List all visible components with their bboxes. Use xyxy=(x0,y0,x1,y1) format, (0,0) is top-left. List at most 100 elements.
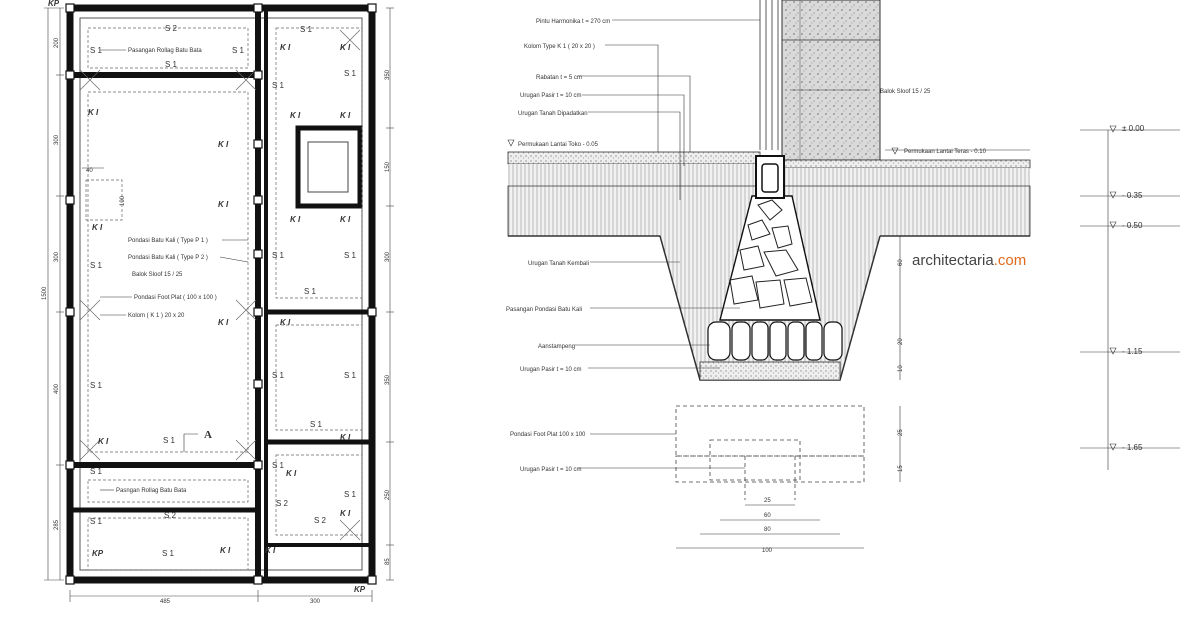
slab-label: S 1 xyxy=(90,381,103,390)
floor-slab-left xyxy=(507,151,761,165)
callout-kolom: Kolom ( K 1 ) 20 x 20 xyxy=(128,313,185,319)
slab-label: S 1 xyxy=(272,371,285,380)
dim-bottom: 300 xyxy=(310,599,321,605)
section-label: Urugan Tanah Dipadatkan xyxy=(518,111,588,117)
slab-label: S 1 xyxy=(165,60,178,69)
dim-right: 300 xyxy=(385,251,391,262)
level-label: - 1.65 xyxy=(1122,443,1143,452)
dim-horizontal: 25 xyxy=(764,498,771,504)
level-label: - 0.35 xyxy=(1122,191,1143,200)
callout-rollag-bottom: Pasngan Rollag Batu Bata xyxy=(116,488,187,494)
section-label: Pasangan Pondasi Batu Kali xyxy=(506,307,582,313)
slab-label: S 2 xyxy=(164,511,177,520)
slab-label: S 2 xyxy=(165,24,178,33)
dim-vertical: 10 xyxy=(898,365,904,372)
slab-label: S 1 xyxy=(344,371,357,380)
slab-label: S 1 xyxy=(310,420,323,429)
dim-small: 40 xyxy=(86,168,93,174)
dim-right: 150 xyxy=(385,161,391,172)
ki-label: K I xyxy=(280,318,291,327)
sloof-beam xyxy=(755,155,785,199)
kp-label-bottom-left: KP xyxy=(92,549,104,558)
level-label: - 1.15 xyxy=(1122,347,1143,356)
dim-left: 300 xyxy=(54,251,60,262)
floor-slab-right xyxy=(781,159,1031,169)
ki-label: K I xyxy=(92,223,103,232)
dim-left: 200 xyxy=(54,37,60,48)
brand-name: architectaria xyxy=(912,252,994,269)
slab-label: S 1 xyxy=(300,25,313,34)
section-label-right: Permukaan Lantai Teras - 0.10 xyxy=(904,149,987,155)
ki-label: K I xyxy=(340,509,351,518)
ki-label: K I xyxy=(218,318,229,327)
slab-label: S 1 xyxy=(162,549,175,558)
dim-right: 85 xyxy=(385,558,391,565)
ki-label: K I xyxy=(218,140,229,149)
section-label-right: Balok Sloof 15 / 25 xyxy=(880,89,931,95)
section-label: Urugan Tanah Kembali xyxy=(528,261,589,267)
slab-label: S 1 xyxy=(344,490,357,499)
ki-label: K I xyxy=(220,546,231,555)
ki-label: K I xyxy=(280,43,291,52)
small-room xyxy=(295,125,363,209)
ki-label: K I xyxy=(340,433,351,442)
section-label: Urugan Pasir t = 10 cm xyxy=(520,367,582,373)
foundation-plan: KP KP KP K I K I K I K I K I K I K I K I… xyxy=(42,0,394,605)
dim-right: 350 xyxy=(385,374,391,385)
outer-wall xyxy=(66,4,376,584)
slab-label: S 2 xyxy=(276,499,289,508)
dim-horizontal: 60 xyxy=(764,513,771,519)
brand-watermark: architectaria.com xyxy=(912,252,1026,269)
section-label: Pondasi Foot Plat 100 x 100 xyxy=(510,432,586,438)
callout-foot-plat: Pondasi Foot Plat ( 100 x 100 ) xyxy=(134,295,217,301)
ki-label: K I xyxy=(98,437,109,446)
slab-label: S 1 xyxy=(90,517,103,526)
slab-label: S 1 xyxy=(272,251,285,260)
sand-layer xyxy=(699,361,841,381)
foundation-section: 25 60 80 100 60 20 10 25 15 xyxy=(506,0,1180,554)
dim-vertical: 25 xyxy=(898,429,904,436)
ki-label: K I xyxy=(218,200,229,209)
callout-pondasi-p2: Pondasi Batu Kali ( Type P 2 ) xyxy=(128,255,208,261)
dim-left: 300 xyxy=(54,134,60,145)
brand-suffix: .com xyxy=(994,252,1027,269)
dim-small: 100 xyxy=(120,195,126,206)
dim-vertical: 15 xyxy=(898,465,904,472)
section-label: Permukaan Lantai Toko - 0.05 xyxy=(518,142,599,148)
dim-horizontal: 80 xyxy=(764,527,771,533)
section-label: Kolom Type K 1 ( 20 x 20 ) xyxy=(524,44,595,50)
slab-label: S 1 xyxy=(90,467,103,476)
ki-label: K I xyxy=(265,546,276,555)
dim-right: 250 xyxy=(385,489,391,500)
columns xyxy=(65,3,377,585)
slab-label: S 1 xyxy=(272,81,285,90)
ki-label: K I xyxy=(340,43,351,52)
section-label: Rabatan t = 5 cm xyxy=(536,75,582,81)
callout-rollag-top: Pasangan Rollag Batu Bata xyxy=(128,48,202,54)
slab-label: S 1 xyxy=(344,69,357,78)
section-label: Urugan Pasir t = 10 cm xyxy=(520,467,582,473)
ki-label: K I xyxy=(290,215,301,224)
dim-bottom: 485 xyxy=(160,599,171,605)
brick-wall xyxy=(781,0,881,161)
dim-left-total: 1500 xyxy=(42,286,48,300)
section-label: Pintu Harmonika t = 270 cm xyxy=(536,19,610,25)
section-marker: A xyxy=(204,429,212,441)
ki-label: K I xyxy=(340,215,351,224)
slab-label: S 1 xyxy=(163,436,176,445)
ki-label: K I xyxy=(340,111,351,120)
ki-label: K I xyxy=(290,111,301,120)
ki-label: K I xyxy=(286,469,297,478)
dim-vertical: 20 xyxy=(898,338,904,345)
aanstampeng-stones xyxy=(707,321,843,361)
section-label: Aanstampeng xyxy=(538,344,575,350)
section-label: Urugan Pasir t = 10 cm xyxy=(520,93,582,99)
dim-vertical: 60 xyxy=(898,259,904,266)
slab-label: S 1 xyxy=(344,251,357,260)
ki-label: K I xyxy=(88,108,99,117)
callout-balok-sloof: Balok Sloof 15 / 25 xyxy=(132,272,183,278)
kp-label-bottom-right: KP xyxy=(354,585,366,594)
level-label: - 0.50 xyxy=(1122,221,1143,230)
slab-label: S 1 xyxy=(90,46,103,55)
